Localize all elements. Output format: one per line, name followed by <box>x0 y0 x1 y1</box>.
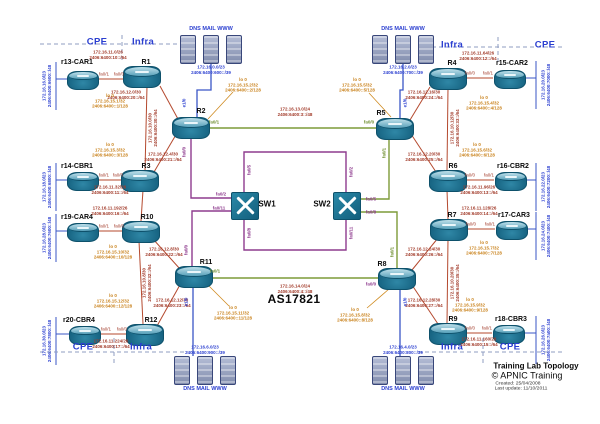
link-sw1-sw2-top <box>243 151 347 192</box>
link-sw1-sw2-bottom <box>243 218 347 251</box>
link-r6-r7 <box>446 189 449 220</box>
link-r8-sw2 <box>359 211 398 268</box>
link-r5-sw2 <box>359 138 390 200</box>
link-r2-r3 <box>153 132 178 173</box>
link-r5-r4 <box>409 86 431 121</box>
leader-lo-r11 <box>206 283 230 307</box>
link-r11-sw1 <box>191 210 231 266</box>
leader-lo-r5 <box>368 92 392 118</box>
link-r8-r9 <box>411 284 439 325</box>
link-r2-r1 <box>159 85 179 120</box>
link-servers-tl-r2 <box>196 63 212 117</box>
link-r1-r3 <box>144 85 148 172</box>
link-r5-r6 <box>410 133 437 173</box>
link-r11-r10 <box>152 238 181 270</box>
link-r10-r12 <box>138 240 144 325</box>
leader-lo-r8 <box>366 288 390 309</box>
leader-lo-r2 <box>207 91 234 120</box>
link-r4-r6 <box>446 87 449 171</box>
link-r7-r9 <box>446 238 449 324</box>
link-r8-r7 <box>411 237 439 271</box>
link-r11-r12 <box>156 282 182 327</box>
link-r3-r10 <box>140 189 144 222</box>
link-r2-sw1 <box>190 137 231 199</box>
link-servers-tr-r5 <box>399 63 404 118</box>
